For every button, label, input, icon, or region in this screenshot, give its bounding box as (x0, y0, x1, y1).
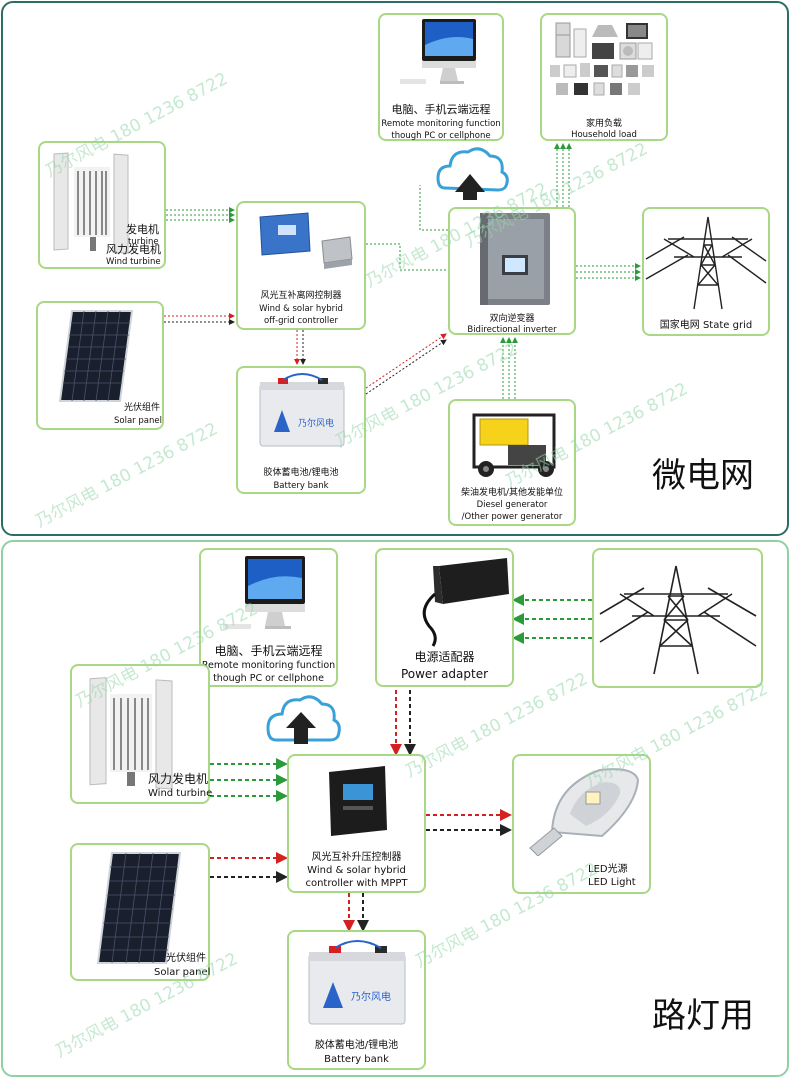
street-wind-box: 风力发电机 Wind turbine (70, 664, 213, 804)
appliances-icon (550, 22, 654, 96)
wind-turbine-icon (53, 152, 129, 254)
street-wind-label-en: Wind turbine (148, 788, 213, 799)
power-tower-icon (599, 565, 757, 675)
micro-controller-label-en1: Wind & solar hybrid (259, 304, 343, 314)
power-tower-icon (645, 216, 767, 310)
monitor-icon (223, 556, 305, 629)
micro-battery-box: 乃尔风电 胶体蓄电池/锂电池 Battery bank (236, 366, 366, 494)
micro-load-box: 家用负载 Household load (540, 13, 668, 141)
micro-grid-box: 国家电网 State grid (642, 207, 770, 336)
micro-inverter-label-cn: 双向逆变器 (489, 314, 535, 324)
street-solar-label-en: Solar panel (154, 967, 211, 978)
street-pc-label-cn: 电脑、手机云端远程 (214, 644, 323, 658)
micro-battery-label-cn: 胶体蓄电池/锂电池 (263, 468, 339, 478)
micro-pc-label-cn: 电脑、手机云端远程 (391, 103, 491, 116)
micro-diesel-label-en2: /Other power generator (461, 512, 563, 522)
battery-icon: 乃尔风电 (259, 373, 345, 447)
micro-wind-box: 发电机 turbine 风力发电机 Wind turbine (38, 141, 166, 269)
street-controller-box: 风光互补升压控制器 Wind & solar hybrid controller… (287, 754, 426, 893)
diesel-generator-icon (472, 413, 556, 477)
micro-pc-label-en1: Remote monitoring function (381, 119, 501, 129)
micro-wind-label-cn: 风力发电机 (106, 243, 161, 256)
micro-pc-label-en2: though PC or cellphone (391, 131, 491, 141)
micro-solar-label-en: Solar panel (114, 416, 162, 426)
micro-controller-box: 风光互补离网控制器 Wind & solar hybrid off-grid c… (236, 201, 366, 330)
solar-panel-icon (58, 310, 134, 402)
micro-pc-box: 电脑、手机云端远程 Remote monitoring function tho… (378, 13, 504, 141)
micro-battery-label-en: Battery bank (273, 481, 329, 491)
street-battery-brand: 乃尔风电 (351, 990, 391, 1003)
street-grid-box (592, 548, 763, 688)
solar-panel-icon (96, 852, 182, 964)
micro-diesel-label-en1: Diesel generator (476, 500, 548, 510)
street-adapter-label-en: Power adapter (400, 667, 489, 681)
street-battery-label-en: Battery bank (324, 1054, 389, 1065)
micro-grid-label: 国家电网 State grid (659, 320, 753, 331)
inverter-icon (480, 213, 550, 305)
micro-diesel-box: 柴油发电机/其他发能单位 Diesel generator /Other pow… (448, 399, 576, 526)
street-pc-box: 电脑、手机云端远程 Remote monitoring function tho… (199, 548, 338, 687)
micro-load-label-en: Household load (571, 130, 637, 140)
street-controller-label-en2: controller with MPPT (305, 878, 408, 889)
street-wind-label-cn: 风力发电机 (148, 772, 209, 786)
micro-wind-label-en: Wind turbine (106, 257, 161, 267)
led-street-light-icon (529, 768, 640, 856)
micro-wind-label-cn-top: 发电机 (126, 223, 159, 236)
street-led-box: LED光源 LED Light (512, 754, 651, 894)
monitor-icon (400, 19, 476, 84)
street-battery-label-cn: 胶体蓄电池/锂电池 (314, 1040, 399, 1051)
micro-load-label-cn: 家用负载 (585, 119, 622, 129)
micro-controller-label-en2: off-grid controller (263, 316, 339, 326)
street-controller-label-en1: Wind & solar hybrid (307, 865, 406, 876)
street-pc-label-en1: Remote monitoring function (201, 660, 336, 671)
street-adapter-label-cn: 电源适配器 (414, 650, 475, 664)
street-light-title: 路灯用 (652, 996, 754, 1036)
street-cloud-upload-icon (266, 695, 341, 744)
mppt-controller-icon (329, 766, 387, 836)
battery-icon: 乃尔风电 (308, 940, 406, 1025)
micro-solar-label-cn: 光伏组件 (124, 403, 161, 413)
street-solar-box: 光伏组件 Solar panel (70, 843, 210, 981)
street-controller-label-cn: 风光互补升压控制器 (311, 852, 402, 863)
controller-icon (259, 212, 353, 269)
micro-diesel-label-cn: 柴油发电机/其他发能单位 (460, 488, 564, 498)
wind-turbine-icon (89, 677, 173, 790)
power-adapter-icon (422, 558, 509, 647)
street-led-label-cn: LED光源 (588, 864, 628, 875)
micro-wind-label-en-top: turbine (128, 237, 159, 247)
street-adapter-box: 电源适配器 Power adapter (375, 548, 514, 687)
micro-solar-box: 光伏组件 Solar panel (36, 301, 164, 430)
street-pc-label-en2: though PC or cellphone (213, 673, 324, 684)
micro-inverter-label-en: Bidirectional inverter (467, 325, 557, 335)
street-solar-label-cn: 光伏组件 (166, 953, 206, 964)
street-battery-box: 乃尔风电 胶体蓄电池/锂电池 Battery bank (287, 930, 426, 1070)
micro-controller-label-cn: 风光互补离网控制器 (260, 291, 342, 301)
micro-grid-title: 微电网 (652, 456, 754, 496)
micro-inverter-box: 双向逆变器 Bidirectional inverter (448, 207, 576, 335)
street-led-label-en: LED Light (588, 877, 636, 888)
micro-battery-brand: 乃尔风电 (298, 417, 334, 429)
